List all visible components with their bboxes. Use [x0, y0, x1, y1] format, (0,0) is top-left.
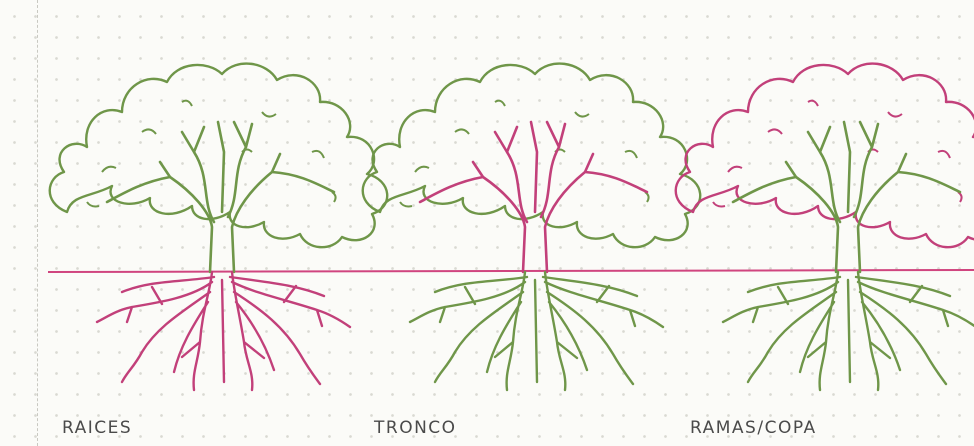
- trunk-outline: [733, 122, 960, 272]
- tree-roots-highlighted: [50, 64, 387, 390]
- roots-outline: [97, 272, 350, 390]
- roots-outline: [723, 272, 974, 390]
- tree-trunk-highlighted: [363, 64, 700, 390]
- tree-canopy-highlighted: [676, 64, 974, 390]
- trunk-outline: [107, 122, 334, 272]
- label-trunk: TRONCO: [374, 418, 457, 438]
- trunk-outline: [420, 122, 647, 272]
- canopy-outline: [50, 64, 387, 248]
- canopy-outline: [363, 64, 700, 248]
- label-canopy: RAMAS/COPA: [690, 418, 817, 438]
- roots-outline: [410, 272, 663, 390]
- canopy-outline: [676, 64, 974, 248]
- label-roots: RAICES: [62, 418, 132, 438]
